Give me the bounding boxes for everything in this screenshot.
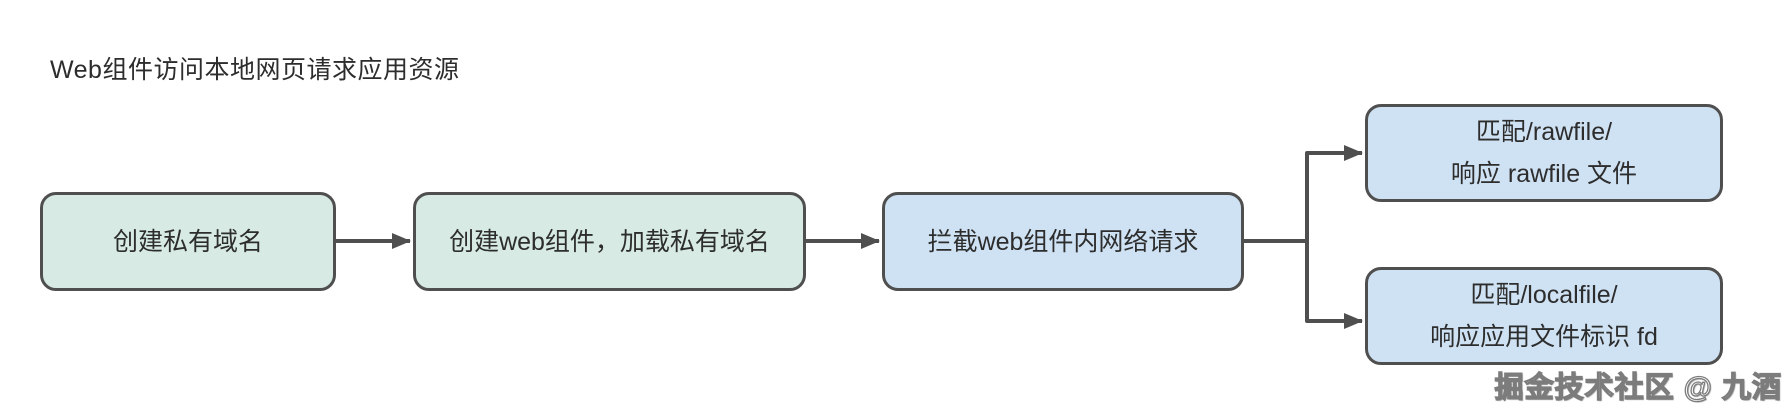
node-match-localfile: 匹配/localfile/ 响应应用文件标识 fd [1365, 267, 1723, 365]
node-label-line-1: 匹配/localfile/ [1470, 281, 1618, 309]
node-label: 创建私有域名 [112, 227, 263, 256]
node-label-line-1: 匹配/rawfile/ [1475, 118, 1613, 146]
node-label: 拦截web组件内网络请求 [927, 227, 1199, 256]
node-match-rawfile: 匹配/rawfile/ 响应 rawfile 文件 [1365, 104, 1723, 202]
arrow-node3-to-node5 [1244, 239, 1363, 329]
node-intercept-web-request: 拦截web组件内网络请求 [882, 192, 1244, 291]
node-create-private-domain: 创建私有域名 [40, 192, 336, 291]
diagram-title: Web组件访问本地网页请求应用资源 [50, 56, 460, 84]
watermark: 掘金技术社区 @ 九酒 [1494, 371, 1782, 404]
arrow-node3-to-node4 [1244, 145, 1363, 243]
node-label-line-2: 响应应用文件标识 fd [1430, 323, 1658, 351]
node-label: 创建web组件，加载私有域名 [449, 227, 770, 256]
node-create-web-component: 创建web组件，加载私有域名 [413, 192, 806, 291]
node-label-line-2: 响应 rawfile 文件 [1450, 160, 1638, 188]
